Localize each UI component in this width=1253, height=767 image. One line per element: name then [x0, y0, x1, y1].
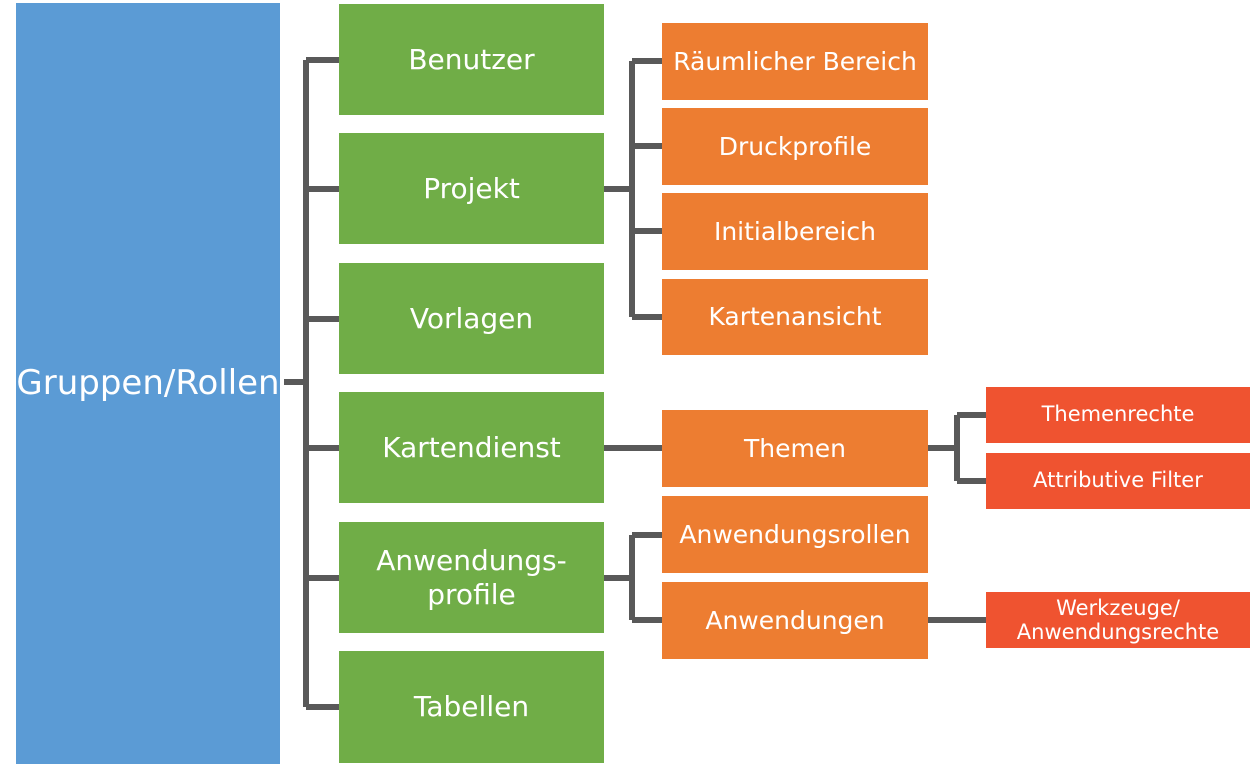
- node-initialbereich: Initialbereich: [662, 193, 928, 270]
- node-werkzeuge-anwendungsrechte: Werkzeuge/ Anwendungsrechte: [986, 592, 1250, 648]
- node-gruppen-rollen: Gruppen/Rollen: [16, 3, 280, 764]
- node-raeumlicher-bereich: Räumlicher Bereich: [662, 23, 928, 100]
- node-anwendungsprofile: Anwendungs- profile: [339, 522, 604, 633]
- node-label: Projekt: [423, 171, 520, 205]
- node-tabellen: Tabellen: [339, 651, 604, 763]
- node-label: Vorlagen: [409, 301, 534, 335]
- node-label: Werkzeuge/ Anwendungsrechte: [1016, 595, 1220, 644]
- node-label: Anwendungsrollen: [679, 519, 911, 549]
- node-druckprofile: Druckprofile: [662, 108, 928, 185]
- node-label: Räumlicher Bereich: [673, 46, 917, 76]
- node-themenrechte: Themenrechte: [986, 387, 1250, 443]
- node-label: Anwendungs- profile: [376, 543, 567, 611]
- node-label: Druckprofile: [718, 131, 872, 161]
- node-label: Anwendungen: [705, 605, 885, 635]
- node-label: Attributive Filter: [1033, 468, 1203, 493]
- node-benutzer: Benutzer: [339, 4, 604, 115]
- node-vorlagen: Vorlagen: [339, 263, 604, 374]
- node-label: Kartenansicht: [708, 302, 882, 331]
- node-label: Benutzer: [408, 42, 535, 76]
- node-label: Themen: [743, 433, 847, 463]
- node-themen: Themen: [662, 410, 928, 487]
- node-label: Themenrechte: [1041, 402, 1195, 427]
- node-kartenansicht: Kartenansicht: [662, 279, 928, 355]
- node-attributive-filter: Attributive Filter: [986, 453, 1250, 509]
- node-projekt: Projekt: [339, 133, 604, 244]
- node-label: Gruppen/Rollen: [16, 363, 280, 404]
- node-anwendungsrollen: Anwendungsrollen: [662, 496, 928, 573]
- node-label: Tabellen: [413, 690, 530, 724]
- node-kartendienst: Kartendienst: [339, 392, 604, 503]
- node-label: Kartendienst: [382, 430, 561, 464]
- node-label: Initialbereich: [713, 216, 877, 246]
- node-anwendungen: Anwendungen: [662, 582, 928, 659]
